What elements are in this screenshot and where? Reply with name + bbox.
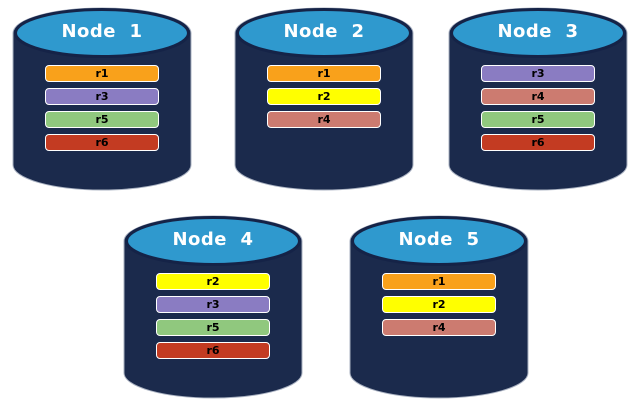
replica-list: r1 r3 r5 r6 — [12, 65, 192, 151]
replica-bar: r1 — [45, 65, 159, 82]
replica-bar: r6 — [481, 134, 595, 151]
node-title: Node 4 — [172, 229, 254, 250]
node-title: Node 2 — [283, 21, 365, 42]
replica-bar: r4 — [481, 88, 595, 105]
node-2: Node 2 r1 r2 r4 — [234, 6, 414, 192]
replica-bar: r4 — [382, 319, 496, 336]
node-title: Node 1 — [61, 21, 143, 42]
node-3: Node 3 r3 r4 r5 r6 — [448, 6, 628, 192]
replica-bar: r4 — [267, 111, 381, 128]
replica-bar: r6 — [45, 134, 159, 151]
replica-bar: r2 — [267, 88, 381, 105]
replica-bar: r5 — [481, 111, 595, 128]
replica-bar: r1 — [267, 65, 381, 82]
replica-list: r3 r4 r5 r6 — [448, 65, 628, 151]
replica-list: r2 r3 r5 r6 — [123, 273, 303, 359]
replica-bar: r2 — [156, 273, 270, 290]
replica-bar: r3 — [481, 65, 595, 82]
node-title: Node 5 — [398, 229, 480, 250]
node-1: Node 1 r1 r3 r5 r6 — [12, 6, 192, 192]
replica-bar: r1 — [382, 273, 496, 290]
node-title: Node 3 — [497, 21, 579, 42]
replica-list: r1 r2 r4 — [349, 273, 529, 336]
replica-bar: r3 — [156, 296, 270, 313]
replica-bar: r5 — [156, 319, 270, 336]
replica-list: r1 r2 r4 — [234, 65, 414, 128]
node-4: Node 4 r2 r3 r5 r6 — [123, 214, 303, 400]
replica-bar: r3 — [45, 88, 159, 105]
replica-bar: r5 — [45, 111, 159, 128]
replica-bar: r2 — [382, 296, 496, 313]
replica-bar: r6 — [156, 342, 270, 359]
node-5: Node 5 r1 r2 r4 — [349, 214, 529, 400]
